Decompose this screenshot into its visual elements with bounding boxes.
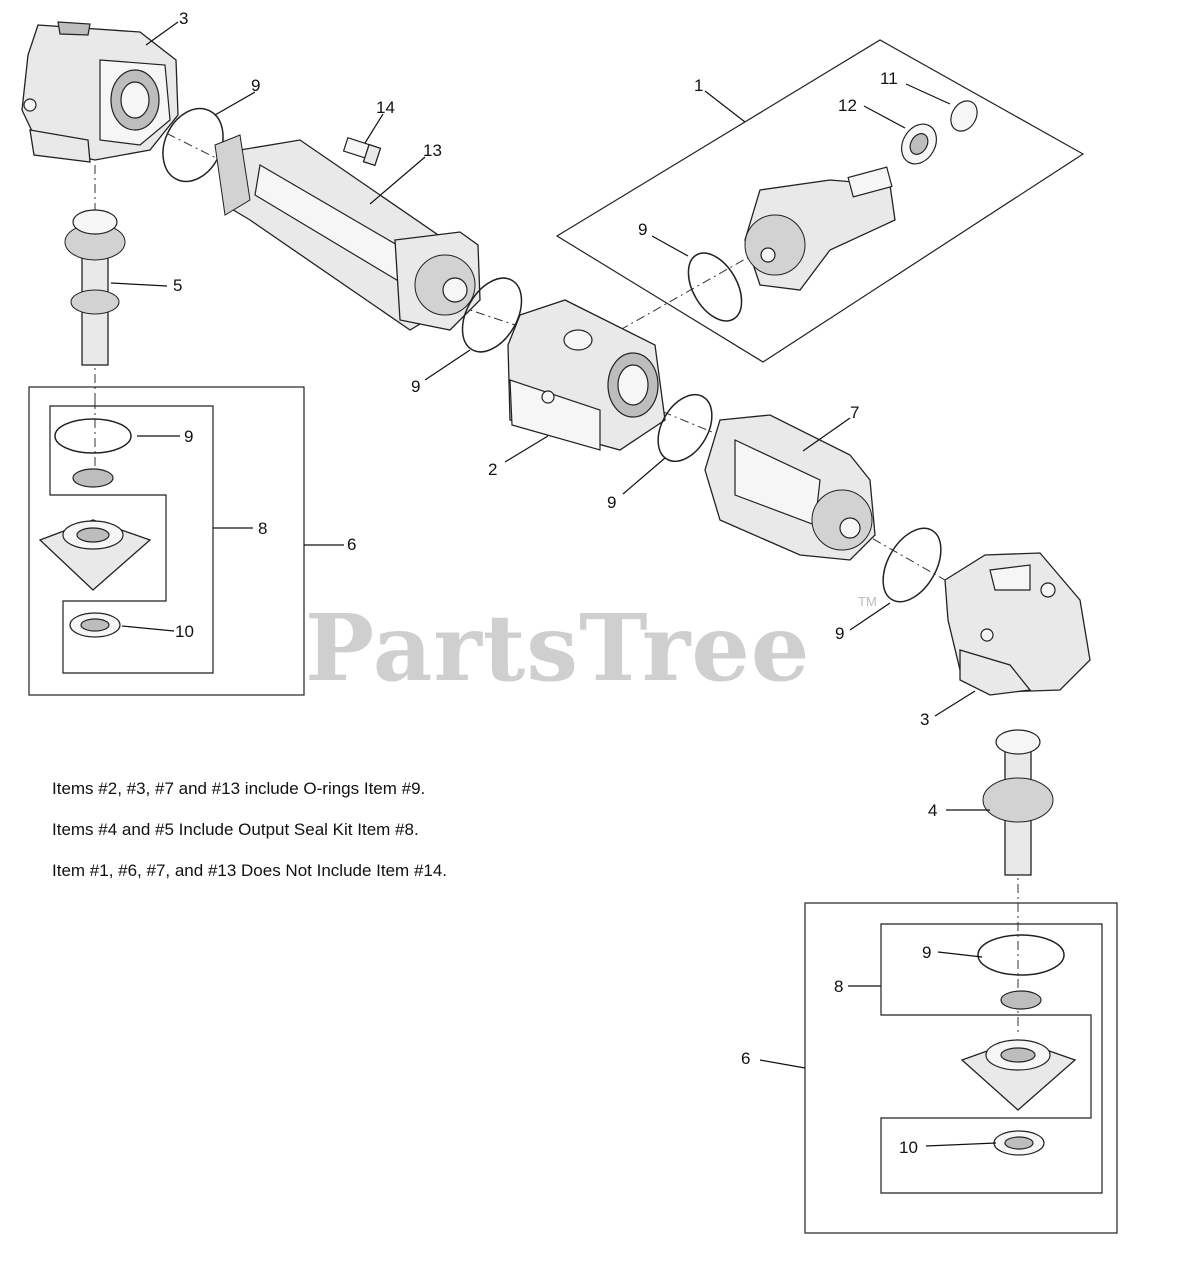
callout-8-right: 8 [834, 977, 843, 996]
callout-9-f: 9 [835, 624, 844, 643]
callout-9-e: 9 [607, 493, 616, 512]
leader-lines [110, 21, 997, 1147]
callout-2: 2 [488, 460, 497, 479]
callout-14: 14 [376, 98, 395, 117]
callout-10-left: 10 [175, 622, 194, 641]
callout-6-left: 6 [347, 535, 356, 554]
o-ring [657, 394, 713, 462]
output-shaft-left [64, 209, 126, 366]
callout-labels: 3 9 14 13 1 11 12 9 5 9 9 2 9 8 6 7 10 9… [173, 9, 937, 1157]
diagram-notes: Items #2, #3, #7 and #13 include O-rings… [52, 778, 692, 901]
callout-9-c: 9 [411, 377, 420, 396]
callout-11: 11 [880, 69, 898, 88]
note-orings: Items #2, #3, #7 and #13 include O-rings… [52, 779, 426, 798]
callout-5: 5 [173, 276, 182, 295]
callout-9-g: 9 [922, 943, 931, 962]
gearbox-housing-top-left [21, 21, 179, 163]
callout-9-d: 9 [184, 427, 193, 446]
gearbox-housing-right [944, 552, 1091, 696]
o-ring [882, 527, 942, 603]
callout-1: 1 [694, 76, 703, 95]
seal-kit-box-left [28, 386, 305, 696]
note-seal-kit: Items #4 and #5 Include Output Seal Kit … [52, 820, 419, 839]
bolt [342, 136, 382, 167]
shaft-housing-long [214, 134, 481, 331]
callout-12: 12 [838, 96, 857, 115]
callout-3-right: 3 [920, 710, 929, 729]
output-shaft-right [982, 729, 1054, 876]
seal-kit-box-right [804, 902, 1118, 1234]
input-shaft-kit-box [555, 39, 1085, 363]
callout-6-right: 6 [741, 1049, 750, 1068]
watermark-trademark: TM [858, 594, 877, 609]
center-gearbox [507, 299, 666, 451]
callout-4: 4 [928, 801, 937, 820]
note-bolt-exclusion: Item #1, #6, #7, and #13 Does Not Includ… [52, 861, 448, 880]
callout-10-right: 10 [899, 1138, 918, 1157]
o-ring [461, 277, 523, 353]
watermark-text: PartsTree [305, 594, 810, 702]
callout-13: 13 [423, 141, 442, 160]
callout-9-a: 9 [251, 76, 260, 95]
callout-8-left: 8 [258, 519, 267, 538]
callout-9-b: 9 [638, 220, 647, 239]
callout-3-top: 3 [179, 9, 188, 28]
shaft-housing-short [704, 414, 876, 561]
callout-7: 7 [850, 403, 859, 422]
